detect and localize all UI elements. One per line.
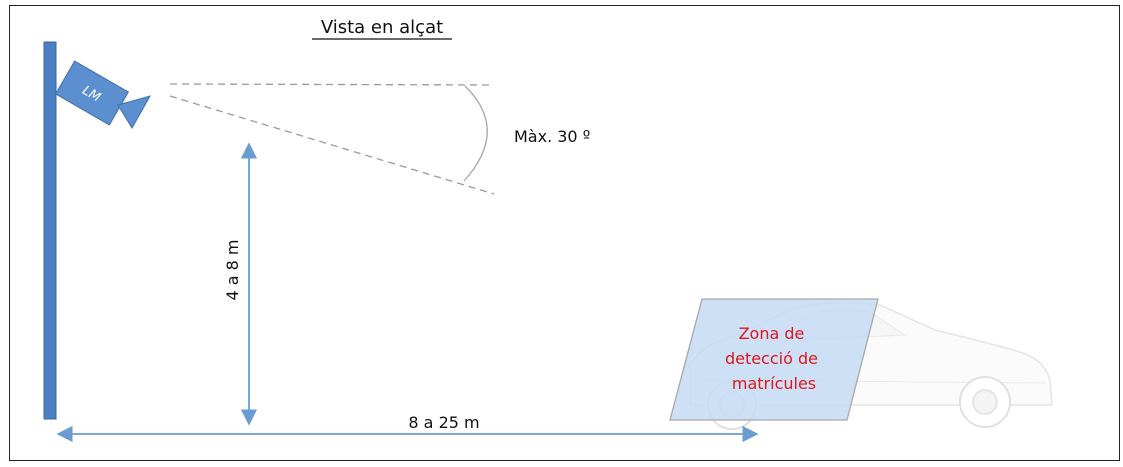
diagram-title: Vista en alçat	[321, 17, 443, 38]
zone-label-line-2: detecció de	[725, 349, 818, 368]
distance-label: 8 a 25 m	[408, 413, 479, 432]
zone-label-line-3: matrícules	[732, 374, 816, 393]
diagram-border	[9, 5, 1120, 461]
zone-label-line-1: Zona de	[739, 324, 805, 343]
detection-zone	[669, 298, 879, 421]
camera-icon: LM	[54, 60, 152, 129]
view-line-top	[169, 83, 495, 86]
angle-arc	[463, 85, 488, 182]
angle-label: Màx. 30 º	[514, 127, 590, 146]
camera-pole	[43, 41, 57, 420]
detection-zone-label: Zona de detecció de matrícules	[725, 324, 823, 393]
camera-lens	[117, 95, 152, 129]
height-label: 4 a 8 m	[223, 239, 242, 300]
view-line-bottom	[169, 95, 495, 195]
